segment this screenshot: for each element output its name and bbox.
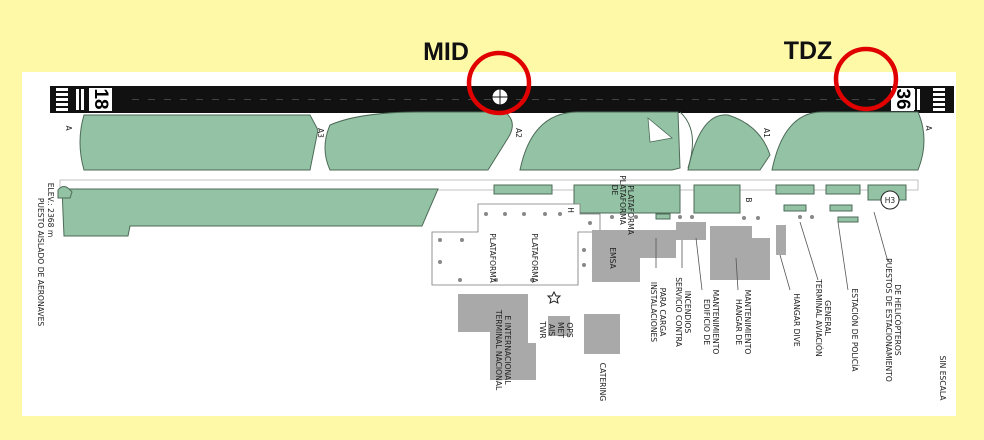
grass-strip-2	[573, 184, 681, 214]
taxiway-a3-label: A3	[316, 128, 325, 138]
hangar-dive-building	[776, 225, 786, 255]
maint-building-label-line1: EDIFICIO DE	[702, 299, 711, 345]
met-label: MET	[556, 322, 565, 338]
emsa-label: EMSA	[608, 247, 617, 269]
hangar-dive-label: HANGAR DIVE	[792, 293, 801, 347]
grass-strip-11	[837, 216, 859, 223]
grass-area-1	[79, 114, 319, 171]
runway	[50, 86, 954, 113]
taxiway-a-outline	[59, 179, 919, 191]
grass-tip-isolated	[57, 186, 73, 199]
fire-station-building	[676, 222, 706, 240]
grass-strip-9	[829, 204, 853, 212]
taxiway-a1-label: A1	[762, 128, 771, 138]
grass-strip-3	[693, 184, 741, 214]
tdz-callout-label: TDZ	[784, 37, 833, 65]
runway-18-label: 18	[90, 88, 111, 109]
mid-callout-ring	[466, 50, 532, 116]
taxiway-a2-label: A2	[514, 128, 523, 138]
ga-terminal-label-line1: TERMINAL AVIACIÓN	[814, 278, 823, 356]
elevation-label: ELEV.: 2368 m	[46, 183, 55, 238]
grass-strips-south	[57, 184, 907, 237]
grass-strip-1	[493, 184, 553, 195]
heliport-icon	[880, 190, 900, 210]
police-station-label: ESTACIÓN DE POLICÍA	[850, 288, 859, 372]
heli-stands-label-line1: PUESTOS DE ESTACIONAMIENTO	[884, 258, 893, 382]
twr-label: TWR	[538, 320, 547, 339]
ga-terminal-label-line2: GENERAL	[823, 300, 832, 336]
catering-label: CATERING	[598, 363, 607, 402]
maintenance-hangar-building	[710, 226, 770, 280]
apron-label-1: PLATAFORMA	[488, 233, 497, 283]
fire-station-label-line2: INCENDIOS	[683, 291, 692, 334]
taxiway-h-label: H	[566, 207, 575, 213]
taxiway-a-label: A	[924, 125, 933, 131]
isolated-stand-label: PUESTO AISLADO DE AERONAVES	[36, 198, 45, 327]
apron-stand-dots	[438, 212, 814, 282]
terminal-building	[458, 294, 536, 380]
apron-label-4: PLATAFORMA	[618, 175, 627, 225]
grass-area-2	[324, 111, 513, 171]
grass-strip-10	[655, 213, 671, 220]
grass-strip-west	[61, 188, 439, 237]
taxiway-b-label: B	[744, 197, 753, 202]
heli-stands-label-line2: DE HELICÓPTEROS	[893, 284, 902, 356]
grass-areas	[79, 111, 925, 171]
apron-label-3: PLATAFORMA	[626, 185, 635, 235]
maint-hangar-label-line2: MANTENIMIENTO	[743, 290, 752, 355]
runway-36-marker	[891, 88, 914, 111]
apron-label-4b: DE	[610, 185, 619, 196]
runway-18-marker	[89, 88, 112, 111]
emsa-building	[592, 230, 676, 282]
tower-building	[548, 316, 570, 336]
ais-label: AIS	[547, 324, 556, 336]
apron-label-2: PLATAFORMA	[530, 233, 539, 283]
maint-building-label-line2: MANTENIMIENTO	[711, 290, 720, 355]
terminal-label-line2: E INTERNACIONAL	[503, 315, 512, 385]
fire-station-label-line1: SERVICIO CONTRA	[674, 277, 683, 347]
runway-36-label: 36	[892, 88, 913, 109]
no-scale-label: SIN ESCALA	[938, 356, 947, 402]
grass-strip-4	[775, 184, 815, 195]
catering-building	[584, 314, 620, 354]
mid-callout-label: MID	[423, 38, 469, 66]
grass-area-5	[771, 111, 925, 171]
grass-strip-5	[825, 184, 861, 195]
terminal-label-line1: TERMINAL NACIONAL	[494, 309, 503, 391]
ops-label: OPS	[565, 322, 574, 338]
grass-area-4	[687, 114, 771, 171]
apron-outline	[431, 203, 601, 286]
apron-stand-arc	[647, 111, 693, 169]
grass-area-3	[519, 111, 681, 171]
tower-star-icon	[546, 290, 562, 304]
leader-lines	[655, 211, 889, 291]
grass-strip-8	[783, 204, 807, 212]
cargo-label-line2: PARA CARGA	[658, 288, 667, 338]
tdz-callout-ring	[833, 46, 899, 112]
buildings	[458, 222, 786, 380]
cargo-label-line1: INSTALACIONES	[649, 282, 658, 342]
heliport-label: H3	[885, 196, 896, 205]
maint-hangar-label-line1: HANGAR DE	[734, 299, 743, 345]
taxiway-a-label-left: A	[64, 125, 73, 131]
